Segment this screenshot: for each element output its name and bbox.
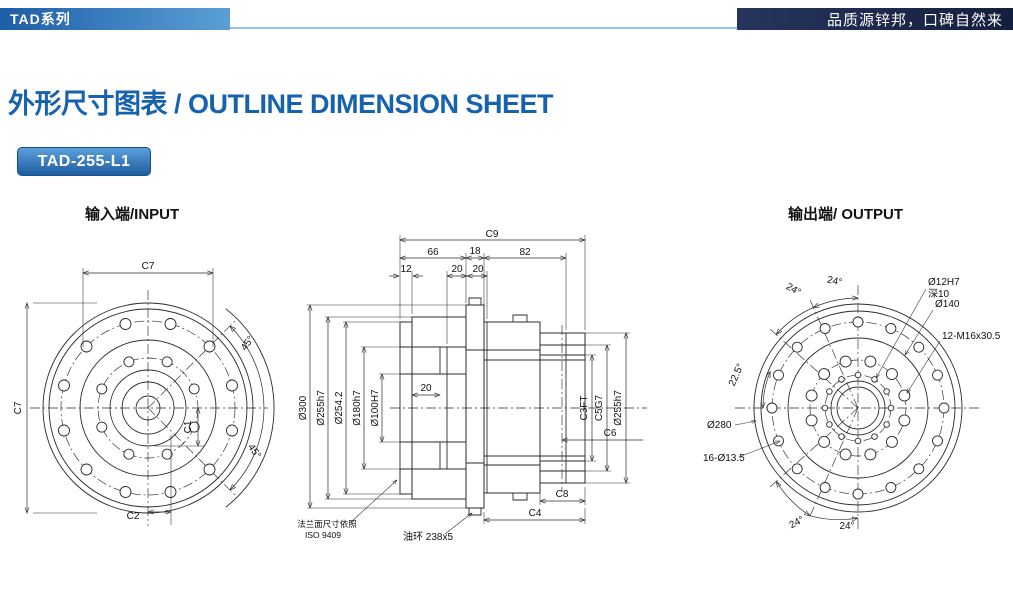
dim-dia255-right: Ø255h7 (613, 390, 624, 426)
output-view-label: 输出端/ OUTPUT (788, 206, 903, 223)
header-bar: TAD系列 品质源锌邦，口碑自然来 (0, 8, 1013, 30)
dim-dia140: Ø140 (935, 299, 960, 310)
input-centerlines (30, 290, 268, 526)
section-body (400, 298, 585, 515)
dim-66: 66 (427, 247, 439, 258)
dim-20-inner: 20 (420, 383, 432, 394)
dim-c6: C6 (604, 428, 617, 439)
input-view-drawing: C7 C7 C1 C2 45° 45° (13, 261, 300, 560)
input-view-label: 输入端/INPUT (85, 206, 180, 223)
dim-c2: C2 (127, 511, 140, 522)
dim-c4: C4 (529, 508, 542, 519)
input-dimensions: C7 C7 C1 C2 45° 45° (13, 261, 264, 525)
dim-20a: 20 (451, 264, 463, 275)
dim-dia12h7: Ø12H7 (928, 277, 960, 288)
page-title: 外形尺寸图表 / OUTLINE DIMENSION SHEET (8, 89, 554, 119)
output-bolt-holes (767, 317, 949, 499)
dim-c3: C3FT (579, 396, 590, 421)
section-dimensions-bottom: C8 C4 (484, 487, 585, 524)
dim-m16: 12-M16x30.5 (942, 331, 1001, 342)
output-view-drawing: 24° 24° 24° 24° 22.5° Ø12H7 深10 Ø140 12-… (703, 275, 1001, 532)
dim-c9: C9 (486, 229, 499, 240)
dim-22-5: 22.5° (727, 362, 747, 388)
dim-depth10: 深10 (928, 288, 950, 300)
dim-dia180: Ø180h7 (352, 390, 363, 426)
dim-24-top-left: 24° (784, 281, 803, 298)
dim-dia254: Ø254.2 (334, 391, 345, 424)
dim-24-top-right: 24° (826, 275, 843, 289)
dim-18: 18 (469, 246, 481, 257)
dim-82: 82 (519, 247, 531, 258)
dim-dia255-left: Ø255h7 (316, 390, 327, 426)
dim-dia300: Ø300 (298, 395, 309, 420)
dim-c5: C5G7 (594, 395, 605, 422)
section-notes: 法兰面尺寸依照 ISO 9409 油环 238x5 (297, 480, 472, 543)
series-label: TAD系列 (10, 11, 71, 27)
series-banner: TAD系列 (0, 8, 230, 30)
dim-dia280: Ø280 (707, 420, 732, 431)
model-badge: TAD-255-L1 (17, 147, 151, 176)
dim-24-bottom-right: 24° (839, 521, 854, 532)
flange-note-line1: 法兰面尺寸依照 (297, 519, 357, 529)
dim-24-bottom-left: 24° (788, 514, 807, 531)
slogan-text: 品质源锌邦，口碑自然来 (826, 11, 1003, 29)
dim-20b: 20 (472, 264, 484, 275)
dim-angle-lower: 45° (245, 442, 263, 461)
section-dimensions-right: C3FT C5G7 Ø255h7 C6 (562, 333, 643, 483)
flange-note-line2: ISO 9409 (305, 530, 341, 540)
dim-12: 12 (400, 264, 412, 275)
dim-c8: C8 (556, 489, 569, 500)
output-dimensions: 24° 24° 24° 24° 22.5° Ø12H7 深10 Ø140 12-… (703, 275, 1001, 532)
dim-c7-left: C7 (13, 401, 24, 414)
dim-c7-top: C7 (142, 261, 155, 272)
dim-16-holes: 16-Ø13.5 (703, 453, 745, 464)
section-view-drawing: C9 66 18 82 12 20 20 20 Ø300 Ø255h7 (297, 229, 655, 543)
dim-c1: C1 (183, 420, 194, 433)
section-hatching (400, 305, 585, 508)
dim-dia100: Ø100H7 (370, 389, 381, 427)
header-rule (0, 27, 1013, 29)
section-dimensions-left: Ø300 Ø255h7 Ø254.2 Ø180h7 Ø100H7 (298, 305, 466, 508)
oil-ring-note: 油环 238x5 (403, 530, 453, 543)
dim-angle-upper: 45° (239, 334, 257, 353)
slogan-banner: 品质源锌邦，口碑自然来 (737, 8, 1013, 30)
